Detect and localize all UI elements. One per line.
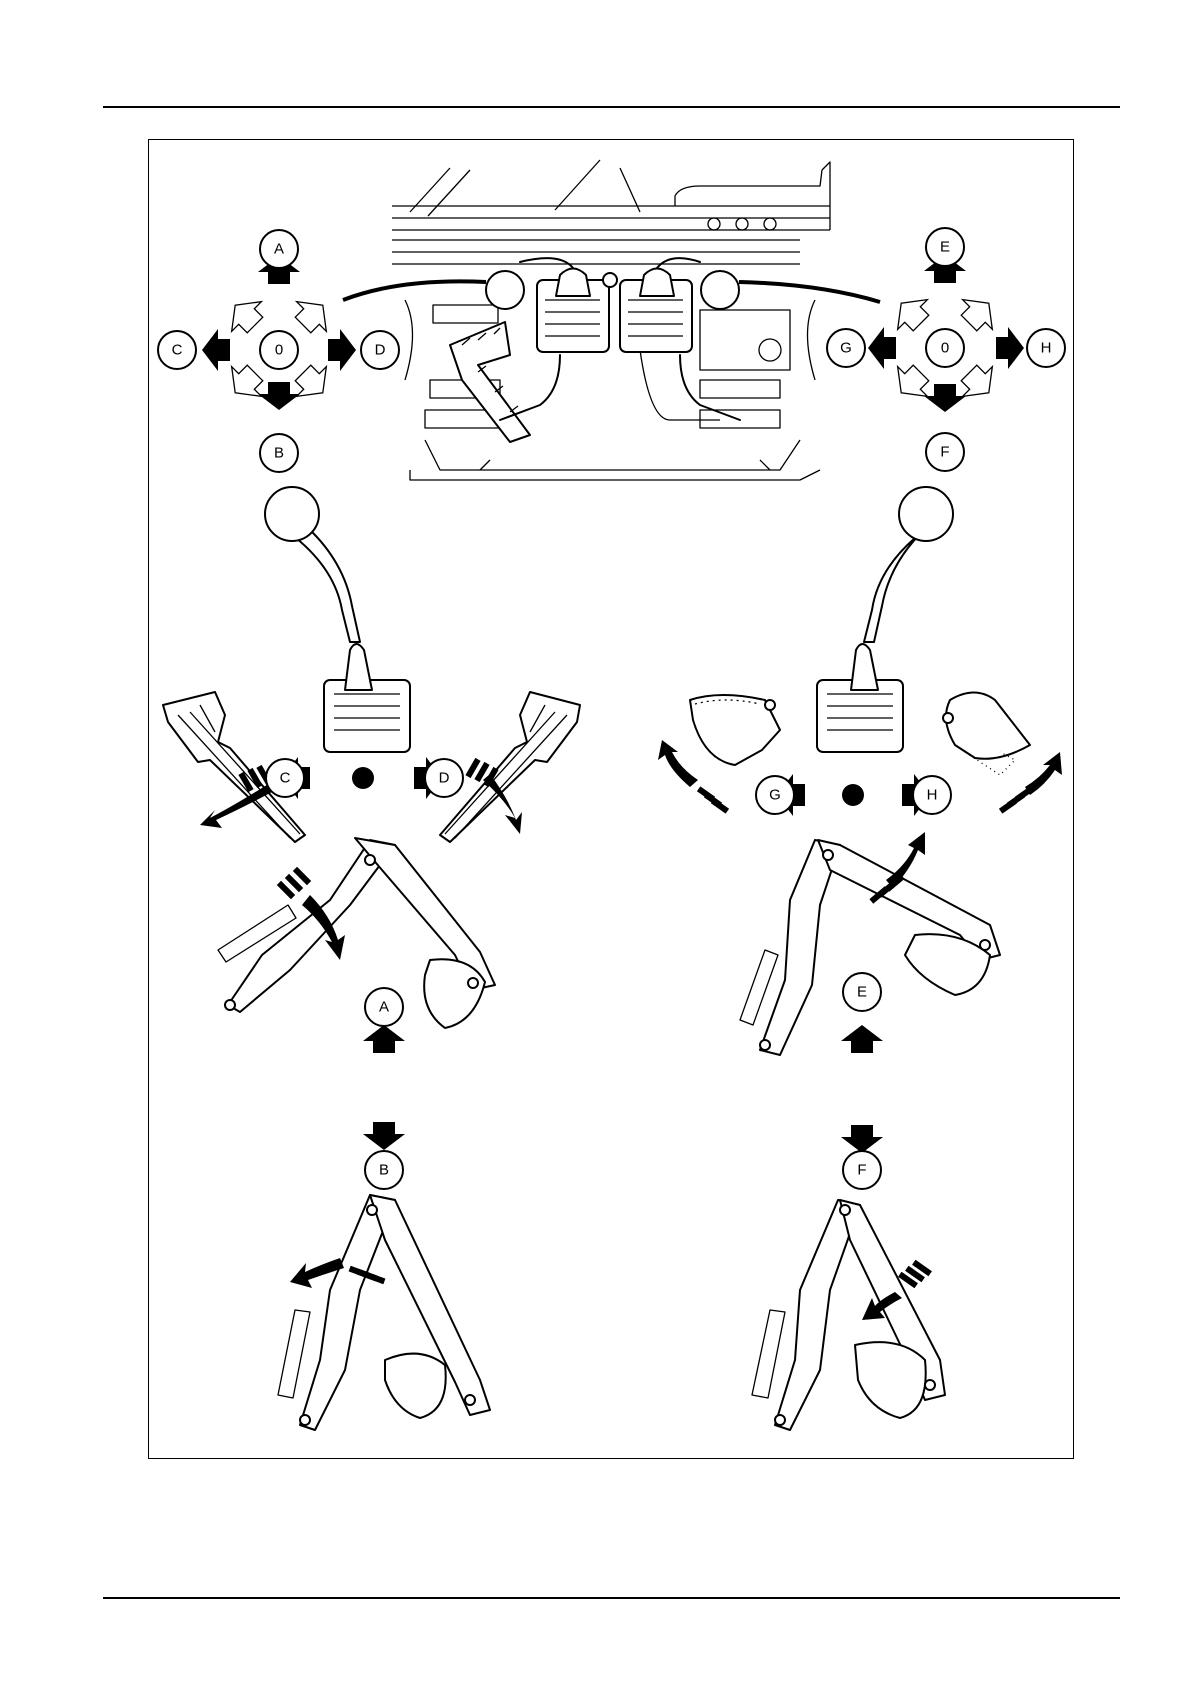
bucket-dumped-icon — [943, 693, 1030, 776]
label-a: A — [274, 241, 284, 258]
label-e: E — [940, 239, 950, 256]
label-f: F — [940, 444, 949, 461]
label-h: H — [1041, 340, 1052, 357]
right-direction-pad: E F G H 0 — [827, 228, 1065, 471]
bucket-filled-icon — [690, 695, 780, 765]
left-joystick-icon — [265, 487, 410, 752]
label-b-boom: B — [379, 1162, 389, 1179]
right-joystick-icon — [817, 487, 953, 752]
label-c: C — [172, 342, 183, 359]
label-g-mid: G — [769, 787, 781, 804]
label-a-boom: A — [379, 999, 389, 1016]
label-h-mid: H — [927, 787, 938, 804]
cab-console-icon — [343, 160, 880, 480]
backhoe-boom-lowered-icon — [278, 1195, 490, 1430]
left-direction-pad: A B C D 0 — [158, 230, 399, 472]
backhoe-boom-right-icon: E F — [740, 832, 1000, 1189]
backhoe-boom-icon: A B — [218, 838, 495, 1189]
label-c-mid: C — [280, 770, 291, 787]
label-f-boom: F — [857, 1162, 866, 1179]
label-g: G — [840, 340, 852, 357]
label-d: D — [375, 342, 386, 359]
backhoe-boom-right-lowered-icon — [752, 1200, 945, 1430]
label-b: B — [274, 445, 284, 462]
label-neutral-right: 0 — [941, 340, 949, 357]
label-d-mid: D — [439, 770, 450, 787]
label-e-boom: E — [857, 984, 867, 1001]
label-neutral: 0 — [275, 342, 283, 359]
